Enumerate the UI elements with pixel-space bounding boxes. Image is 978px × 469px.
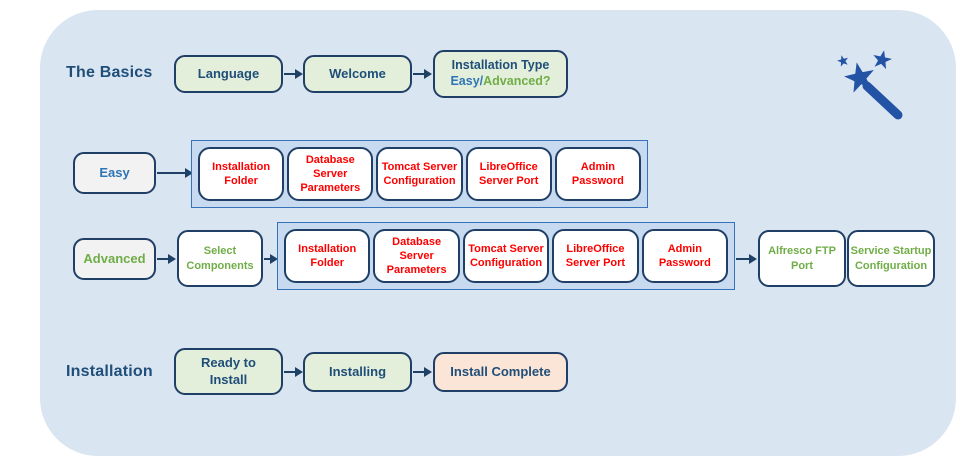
step-box-admin-password: Admin Password <box>641 229 729 283</box>
step-label: Admin Password <box>658 242 711 269</box>
step-label: Installation Folder <box>298 242 357 269</box>
advanced-steps-group: Installation Folder Database Server Para… <box>277 222 735 290</box>
step-box-tomcat-server-configuration: Tomcat Server Configuration <box>462 229 550 283</box>
step-box-select-components: Select Components <box>177 230 263 287</box>
step-label: Welcome <box>329 65 386 81</box>
step-box-database-server-parameters: Database Server Parameters <box>287 147 374 201</box>
step-label: LibreOffice Server Port <box>479 160 539 187</box>
step-label: Installation Folder <box>212 160 271 187</box>
row-label-basics: The Basics <box>66 64 153 81</box>
step-box-service-startup-configuration: Service Startup Configuration <box>847 230 935 287</box>
step-box-installing: Installing <box>303 352 412 392</box>
flow-arrow <box>413 366 432 378</box>
step-label: Installing <box>328 363 387 379</box>
magic-wand-icon <box>835 48 903 120</box>
step-box-welcome: Welcome <box>303 55 412 93</box>
step-box-install-complete: Install Complete <box>433 352 568 392</box>
row-label-installation: Installation <box>66 363 153 380</box>
step-box-installation-folder: Installation Folder <box>284 229 371 283</box>
step-label: Database Server Parameters <box>386 235 447 277</box>
step-label: Admin Password <box>571 160 624 187</box>
flow-arrow <box>736 253 757 265</box>
advanced-branch-box: Advanced <box>73 238 156 280</box>
step-box-libreoffice-server-port: LibreOffice Server Port <box>552 229 639 283</box>
step-box-libreoffice-server-port: LibreOffice Server Port <box>465 147 552 201</box>
step-box-installation-type: Installation Type Easy/Advanced? <box>433 50 568 98</box>
step-label: Ready to Install <box>201 355 256 387</box>
easy-branch-box: Easy <box>73 152 156 194</box>
installation-type-choice: Easy/Advanced? <box>450 74 550 90</box>
step-label: Install Complete <box>450 363 551 379</box>
installation-type-title: Installation Type <box>451 58 550 73</box>
step-box-tomcat-server-configuration: Tomcat Server Configuration <box>376 147 463 201</box>
advanced-option-label: Advanced? <box>483 74 551 88</box>
step-label: Language <box>197 65 260 81</box>
step-label: Tomcat Server Configuration <box>468 242 544 269</box>
step-box-database-server-parameters: Database Server Parameters <box>373 229 460 283</box>
easy-option-label: Easy/ <box>450 74 484 88</box>
step-label: Select Components <box>186 245 254 272</box>
step-box-admin-password: Admin Password <box>554 147 642 201</box>
flow-arrow <box>157 167 193 179</box>
step-box-ready-to-install: Ready to Install <box>174 348 283 395</box>
step-label: Database Server Parameters <box>300 153 361 195</box>
flow-arrow <box>264 253 278 265</box>
step-label: Service Startup Configuration <box>850 245 932 272</box>
step-box-alfresco-ftp-port: Alfresco FTP Port <box>758 230 846 287</box>
easy-steps-group: Installation Folder Database Server Para… <box>191 140 648 208</box>
branch-label: Easy <box>99 164 130 180</box>
branch-label: Advanced <box>83 250 146 266</box>
step-box-language: Language <box>174 55 283 93</box>
step-label: Alfresco FTP Port <box>768 245 836 272</box>
flow-arrow <box>284 68 303 80</box>
step-label: LibreOffice Server Port <box>565 242 626 269</box>
flow-arrow <box>413 68 432 80</box>
step-box-installation-folder: Installation Folder <box>198 147 285 201</box>
diagram-panel: The Basics Language Welcome Installation… <box>40 10 956 456</box>
step-label: Tomcat Server Configuration <box>381 160 458 187</box>
flow-arrow <box>157 253 176 265</box>
flow-arrow <box>284 366 303 378</box>
